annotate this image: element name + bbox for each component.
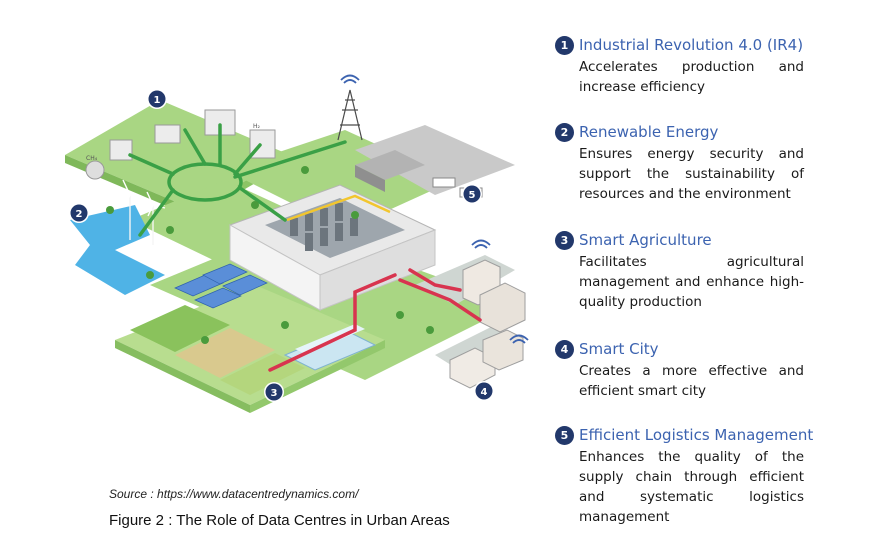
number-badge: 5 [555, 425, 574, 445]
legend-title: Smart Agriculture [579, 231, 712, 249]
marker-3: 3 [264, 382, 284, 402]
ch4-label: CH₄ [86, 155, 98, 162]
source-citation: Source : https://www.datacentredynamics.… [109, 487, 359, 501]
legend-description: Accelerates production and increase effi… [579, 59, 804, 95]
legend-item-renewable-energy: 2 Renewable Energy Ensures energy securi… [555, 121, 805, 204]
legend-description: Ensures energy security and support the … [579, 146, 804, 202]
marker-5: 5 [462, 184, 482, 204]
number-badge: 4 [555, 339, 574, 359]
marker-4-number: 4 [481, 387, 488, 398]
power-pylon [337, 89, 363, 141]
number-badge: 2 [555, 122, 574, 142]
legend-heading: 1 Industrial Revolution 4.0 (IR4) [555, 34, 805, 56]
legend-description: Facilitates agricultural management and … [579, 254, 804, 310]
water-area [70, 205, 165, 295]
marker-1-number: 1 [154, 95, 161, 106]
marker-1: 1 [147, 89, 167, 109]
number-badge: 1 [555, 35, 574, 55]
legend-description: Creates a more effective and efficient s… [579, 363, 804, 399]
industrial-buildings: CH₄ H₂ [85, 109, 276, 180]
wifi-icon [471, 239, 491, 249]
city-buildings [449, 259, 526, 389]
legend-description: Enhances the quality of the supply chain… [579, 449, 804, 525]
data-centre-illustration: CH₄ H₂ [65, 74, 529, 413]
legend-heading: 5 Efficient Logistics Management [555, 424, 813, 446]
legend-heading: 2 Renewable Energy [555, 121, 805, 143]
h2-label: H₂ [253, 123, 261, 130]
marker-2: 2 [69, 203, 89, 223]
data-centre-building [228, 184, 437, 311]
legend-title: Smart City [579, 340, 659, 358]
legend-title: Efficient Logistics Management [579, 426, 814, 444]
legend-heading: 3 Smart Agriculture [555, 229, 805, 251]
legend-item-ir4: 1 Industrial Revolution 4.0 (IR4) Accele… [555, 34, 805, 97]
solar-panels [174, 263, 268, 309]
marker-5-number: 5 [469, 190, 476, 201]
marker-4: 4 [474, 381, 494, 401]
legend-title: Industrial Revolution 4.0 (IR4) [579, 36, 804, 54]
legend-title: Renewable Energy [579, 123, 719, 141]
marker-2-number: 2 [76, 209, 83, 220]
green-pipes [128, 123, 347, 237]
legend-item-logistics: 5 Efficient Logistics Management Enhance… [555, 424, 813, 527]
greenhouses [283, 324, 377, 371]
legend-item-smart-agriculture: 3 Smart Agriculture Facilitates agricult… [555, 229, 805, 312]
number-badge: 3 [555, 230, 574, 250]
wifi-icon [509, 334, 529, 344]
marker-3-number: 3 [271, 388, 278, 399]
wind-turbines [122, 179, 166, 245]
red-pipes [268, 268, 482, 372]
legend-heading: 4 Smart City [555, 338, 805, 360]
trees [106, 166, 434, 344]
wifi-icon [340, 74, 360, 84]
figure-caption: Figure 2 : The Role of Data Centres in U… [109, 512, 450, 529]
legend-item-smart-city: 4 Smart City Creates a more effective an… [555, 338, 805, 401]
